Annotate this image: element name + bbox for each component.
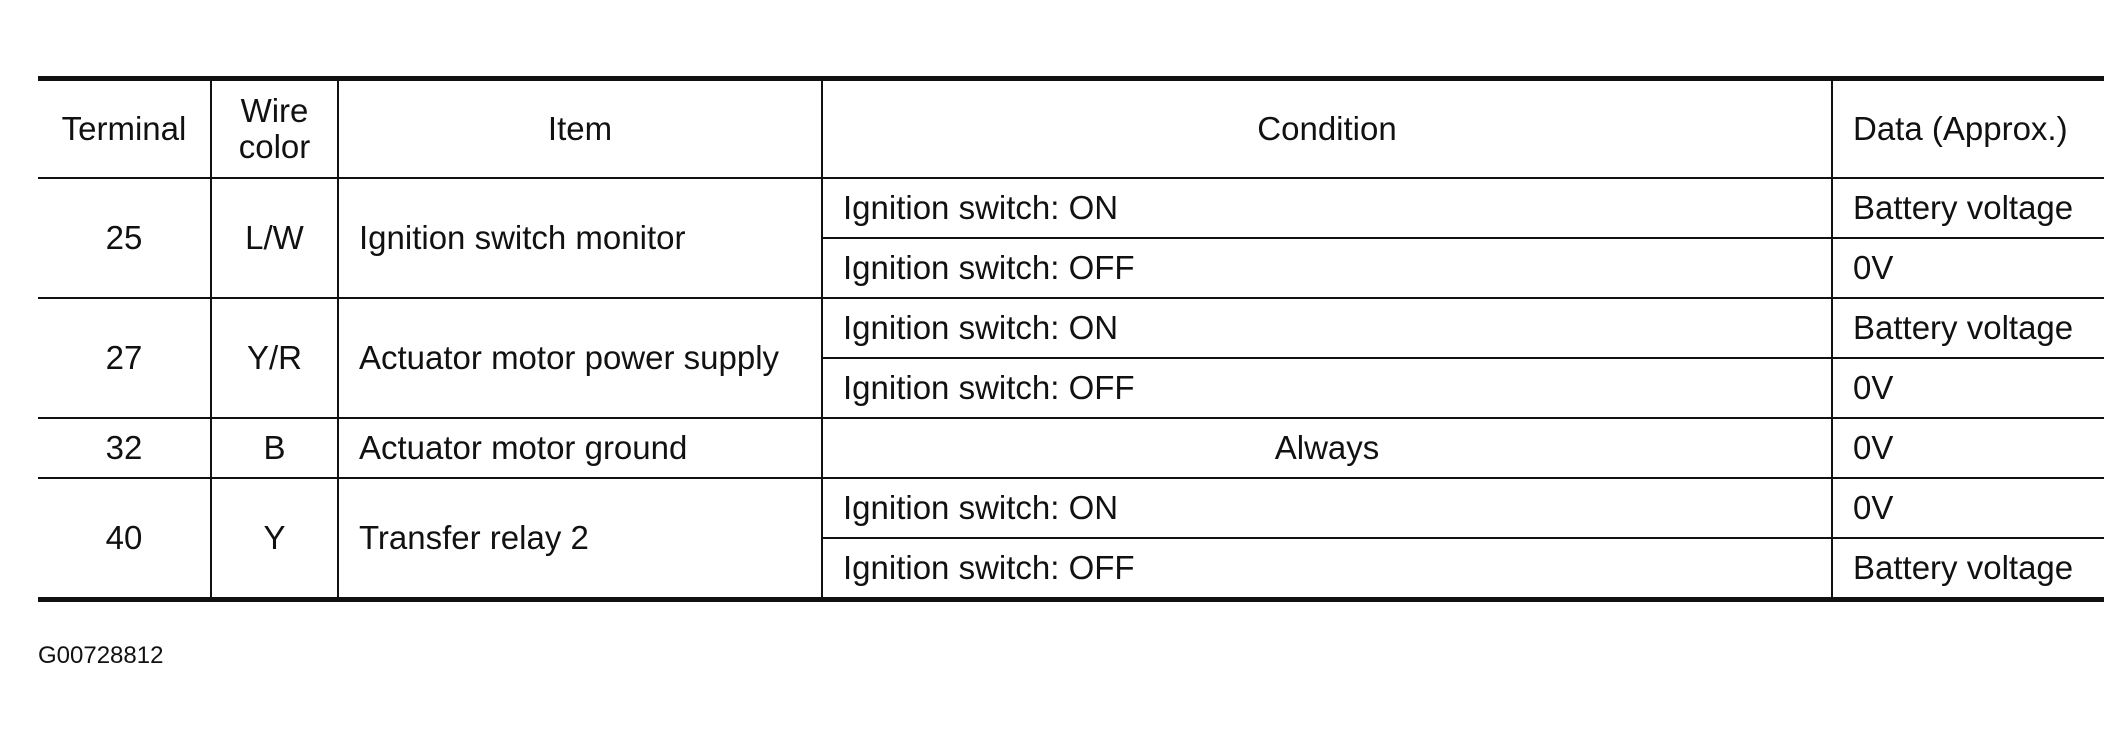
- table-row: Ignition switch: OFF 0V: [38, 357, 2104, 419]
- header-item: Item: [337, 78, 823, 179]
- header-data: Data (Approx.): [1831, 78, 2104, 179]
- header-terminal: Terminal: [38, 78, 212, 179]
- terminal-cell: 40: [38, 477, 212, 601]
- condition-cell: Ignition switch: ON: [821, 477, 1833, 539]
- figure-code: G00728812: [38, 642, 164, 669]
- table-row: 25 L/W Ignition switch monitor Ignition …: [38, 177, 2104, 299]
- data-cell: 0V: [1831, 357, 2104, 419]
- item-cell: Transfer relay 2: [337, 477, 823, 601]
- data-cell: 0V: [1831, 417, 2104, 479]
- header-wire-color-line2: color: [238, 128, 311, 165]
- data-cell: Battery voltage: [1831, 537, 2104, 600]
- table-row: 32 B Actuator motor ground Always 0V: [38, 417, 2104, 479]
- wire-color-cell: Y/R: [210, 297, 339, 419]
- header-wire-color-line1: Wire: [240, 92, 309, 129]
- wire-color-cell: B: [210, 417, 339, 479]
- condition-cell: Ignition switch: ON: [821, 297, 1833, 359]
- wire-color-cell: L/W: [210, 177, 339, 299]
- table-row: 40 Y Transfer relay 2 Ignition switch: O…: [38, 477, 2104, 601]
- item-cell: Ignition switch monitor: [337, 177, 823, 299]
- condition-cell: Ignition switch: OFF: [822, 237, 1833, 299]
- terminal-cell: 27: [38, 297, 212, 419]
- table-row: 27 Y/R Actuator motor power supply Ignit…: [38, 297, 2104, 419]
- table-header-row: Terminal Wire color Item Condition Data …: [38, 78, 2104, 179]
- terminal-cell: 32: [38, 417, 212, 479]
- condition-cell: Ignition switch: OFF: [822, 357, 1833, 419]
- data-cell: Battery voltage: [1831, 177, 2104, 239]
- table-row: Ignition switch: OFF 0V: [38, 237, 2104, 299]
- condition-cell: Ignition switch: ON: [821, 177, 1833, 239]
- table-row: Ignition switch: OFF Battery voltage: [38, 537, 2104, 600]
- terminal-cell: 25: [38, 177, 212, 299]
- data-cell: Battery voltage: [1831, 297, 2104, 359]
- data-cell: 0V: [1831, 237, 2104, 299]
- header-condition: Condition: [821, 78, 1833, 179]
- header-wire-color: Wire color: [210, 78, 339, 179]
- wire-color-cell: Y: [210, 477, 339, 601]
- condition-cell: Always: [821, 417, 1833, 479]
- data-cell: 0V: [1831, 477, 2104, 539]
- item-cell: Actuator motor ground: [337, 417, 823, 479]
- item-cell: Actuator motor power supply: [337, 297, 823, 419]
- condition-cell: Ignition switch: OFF: [822, 537, 1833, 600]
- terminal-data-table: Terminal Wire color Item Condition Data …: [38, 76, 2104, 602]
